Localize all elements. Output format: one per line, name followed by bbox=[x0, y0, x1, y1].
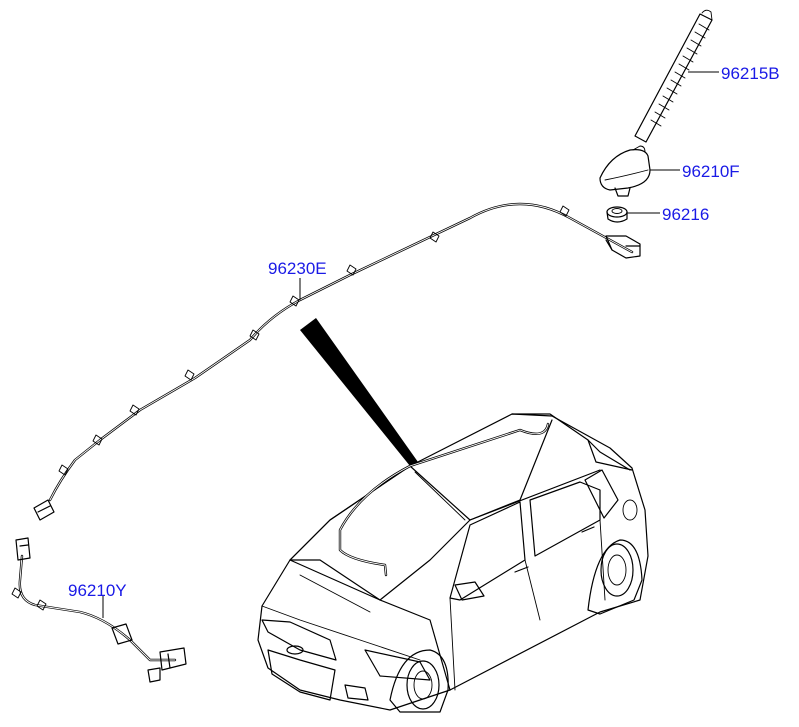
antenna-base[interactable] bbox=[599, 145, 651, 197]
car-body bbox=[257, 413, 649, 713]
front-cable[interactable] bbox=[11, 537, 187, 683]
callout-pointer bbox=[300, 318, 418, 466]
part-label-96210F[interactable]: 96210F bbox=[682, 162, 740, 181]
antenna-nut[interactable] bbox=[606, 206, 628, 223]
antenna-rod[interactable] bbox=[634, 9, 713, 143]
part-label-96216[interactable]: 96216 bbox=[662, 205, 709, 224]
part-label-96210Y[interactable]: 96210Y bbox=[68, 581, 127, 600]
roof-cable[interactable] bbox=[33, 202, 641, 521]
part-label-96230E[interactable]: 96230E bbox=[268, 259, 327, 278]
part-label-96215B[interactable]: 96215B bbox=[721, 64, 780, 83]
installed-harness bbox=[338, 422, 550, 577]
